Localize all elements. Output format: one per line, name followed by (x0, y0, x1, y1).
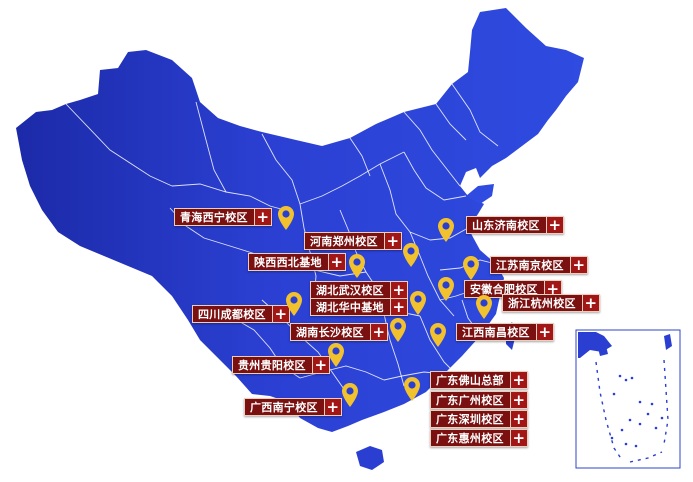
expand-plus-icon[interactable]: + (509, 372, 527, 388)
campus-label-jiangxi-nanchang[interactable]: 江西南昌校区 + (456, 323, 554, 341)
campus-label-henan-zhengzhou[interactable]: 河南郑州校区 + (304, 232, 402, 250)
expand-plus-icon[interactable]: + (369, 324, 387, 340)
location-pin-icon[interactable] (462, 255, 480, 281)
campus-label-hunan-changsha[interactable]: 湖南长沙校区 + (290, 323, 388, 341)
location-pin-icon[interactable] (429, 322, 447, 348)
expand-plus-icon[interactable]: + (383, 233, 401, 249)
campus-label-text: 湖北武汉校区 (316, 284, 384, 297)
expand-plus-icon[interactable]: + (543, 281, 561, 297)
shandong-peninsula (466, 184, 494, 204)
campus-label-text: 湖北华中基地 (316, 301, 384, 314)
campus-label-guangdong-foshan-hq[interactable]: 广东佛山总部 + (430, 371, 528, 389)
campus-label-qinghai-xining[interactable]: 青海西宁校区 + (174, 208, 272, 226)
expand-plus-icon[interactable]: + (327, 254, 345, 270)
campus-label-text: 江苏南京校区 (496, 259, 564, 272)
expand-plus-icon[interactable]: + (311, 357, 329, 373)
location-pin-icon[interactable] (437, 217, 455, 243)
campus-label-text: 广东佛山总部 (436, 374, 504, 387)
location-pin-icon[interactable] (277, 205, 295, 231)
south-china-sea-inset (575, 329, 681, 469)
expand-plus-icon[interactable]: + (389, 299, 407, 315)
campus-label-guangdong-guangzhou[interactable]: 广东广州校区 + (430, 391, 528, 409)
location-pin-icon[interactable] (389, 317, 407, 343)
campus-label-text: 贵州贵阳校区 (238, 359, 306, 372)
expand-plus-icon[interactable]: + (509, 430, 527, 446)
location-pin-icon[interactable] (341, 382, 359, 408)
campus-label-text: 江西南昌校区 (462, 326, 530, 339)
location-pin-icon[interactable] (348, 253, 366, 279)
campus-label-text: 四川成都校区 (198, 308, 266, 321)
campus-label-text: 河南郑州校区 (310, 235, 378, 248)
location-pin-icon[interactable] (285, 291, 303, 317)
expand-plus-icon[interactable]: + (535, 324, 553, 340)
campus-label-text: 山东济南校区 (472, 219, 540, 232)
campus-label-text: 青海西宁校区 (180, 211, 248, 224)
campus-label-guizhou-guiyang[interactable]: 贵州贵阳校区 + (232, 356, 330, 374)
location-pin-icon[interactable] (327, 342, 345, 368)
expand-plus-icon[interactable]: + (581, 295, 599, 311)
campus-label-text: 安徽合肥校区 (470, 283, 538, 296)
campus-label-guangdong-huizhou[interactable]: 广东惠州校区 + (430, 429, 528, 447)
campus-label-anhui-hefei[interactable]: 安徽合肥校区 + (464, 280, 562, 298)
campus-label-text: 陕西西北基地 (254, 256, 322, 269)
campus-label-zhejiang-hangzhou[interactable]: 浙江杭州校区 + (502, 294, 600, 312)
campus-label-text: 湖南长沙校区 (296, 326, 364, 339)
expand-plus-icon[interactable]: + (323, 399, 341, 415)
expand-plus-icon[interactable]: + (271, 306, 289, 322)
expand-plus-icon[interactable]: + (509, 392, 527, 408)
campus-label-sichuan-chengdu[interactable]: 四川成都校区 + (192, 305, 290, 323)
location-pin-icon[interactable] (437, 276, 455, 302)
hainan-island (356, 446, 384, 470)
expand-plus-icon[interactable]: + (509, 411, 527, 427)
campus-label-text: 浙江杭州校区 (508, 297, 576, 310)
campus-label-shandong-jinan[interactable]: 山东济南校区 + (466, 216, 564, 234)
campus-label-hubei-central[interactable]: 湖北华中基地 + (310, 298, 408, 316)
expand-plus-icon[interactable]: + (569, 257, 587, 273)
campus-label-hubei-wuhan[interactable]: 湖北武汉校区 + (310, 281, 408, 299)
campus-label-guangxi-nanning[interactable]: 广西南宁校区 + (244, 398, 342, 416)
campus-label-text: 广东广州校区 (436, 394, 504, 407)
campus-label-guangdong-shenzhen[interactable]: 广东深圳校区 + (430, 410, 528, 428)
campus-label-text: 广东深圳校区 (436, 413, 504, 426)
expand-plus-icon[interactable]: + (389, 282, 407, 298)
campus-label-text: 广东惠州校区 (436, 432, 504, 445)
location-pin-icon[interactable] (409, 290, 427, 316)
location-pin-icon[interactable] (403, 376, 421, 402)
expand-plus-icon[interactable]: + (545, 217, 563, 233)
location-pin-icon[interactable] (402, 242, 420, 268)
campus-label-jiangsu-nanjing[interactable]: 江苏南京校区 + (490, 256, 588, 274)
campus-label-shaanxi-northwest[interactable]: 陕西西北基地 + (248, 253, 346, 271)
campus-label-text: 广西南宁校区 (250, 401, 318, 414)
location-pin-icon[interactable] (475, 294, 493, 320)
expand-plus-icon[interactable]: + (253, 209, 271, 225)
